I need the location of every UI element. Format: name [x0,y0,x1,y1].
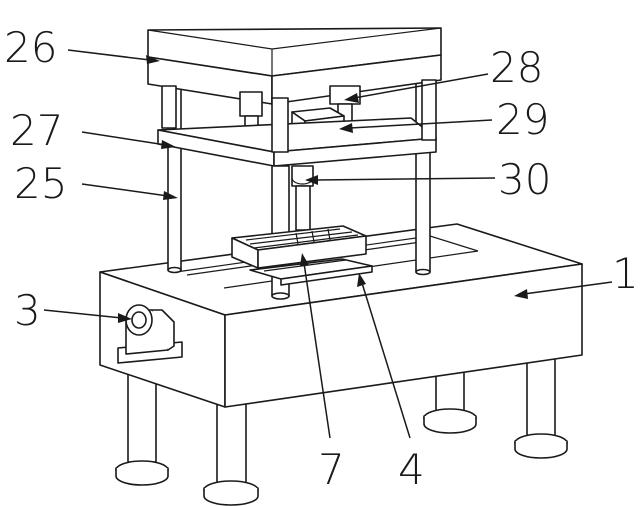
front-columns [161,79,437,300]
label-27: 27 [10,106,63,155]
top-plate [147,27,442,105]
leg-back-right [423,371,477,434]
label-4: 4 [398,445,425,494]
label-26: 26 [4,23,57,72]
label-28: 28 [490,43,543,92]
label-29: 29 [496,95,549,144]
slide-rail [249,258,373,286]
label-3: 3 [14,286,41,335]
leg-back-left [115,371,169,486]
leader-lines [43,49,613,439]
label-30: 30 [498,155,551,204]
label-7: 7 [318,445,345,494]
motor-mount [117,304,183,364]
leg-front-right [514,354,568,459]
fixture [231,225,367,269]
punch-head [291,165,314,231]
label-1: 1 [612,249,639,298]
label-25: 25 [14,159,67,208]
leg-front-left [203,403,259,506]
